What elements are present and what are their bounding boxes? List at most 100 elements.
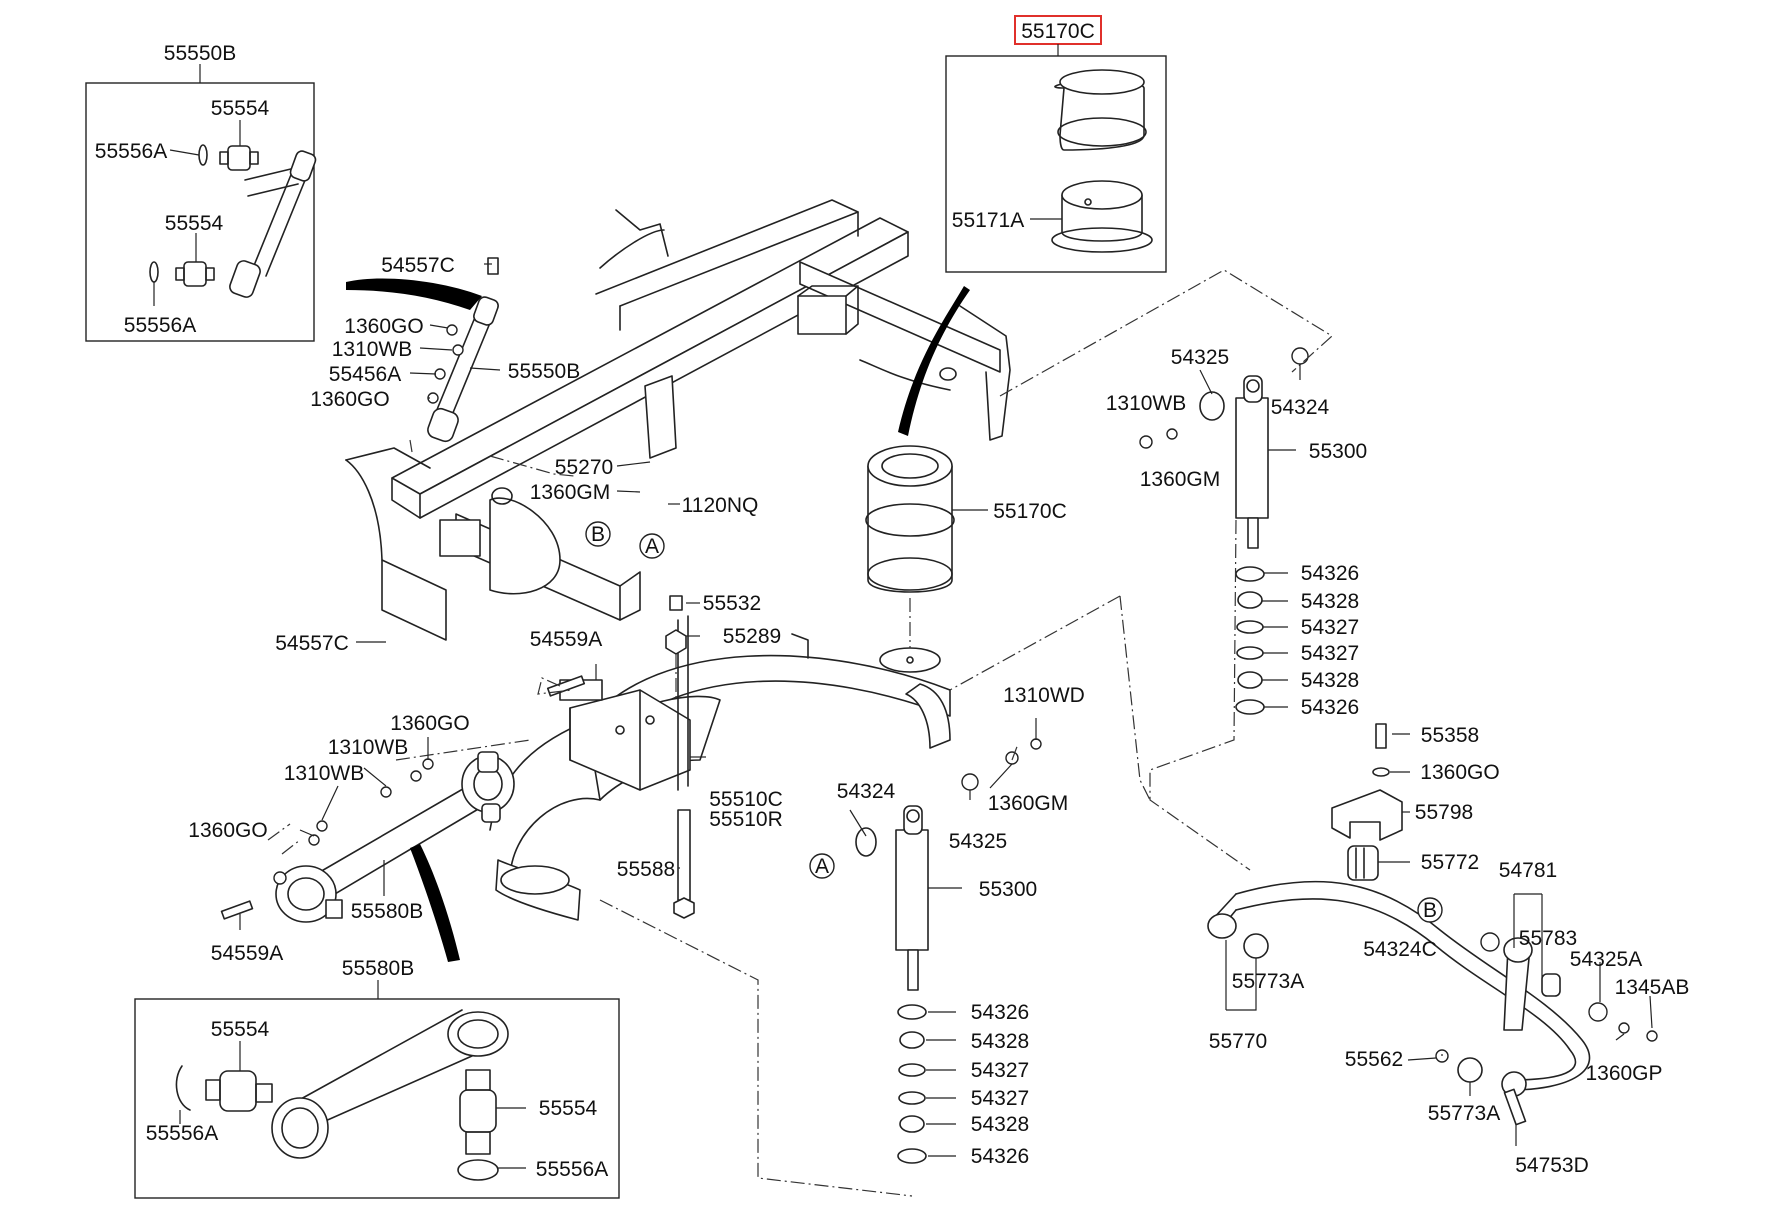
part-label: 55289 <box>723 625 781 648</box>
part-label: 55562 <box>1345 1048 1403 1071</box>
part-label: 54753D <box>1515 1154 1589 1177</box>
part-label: 54326 <box>971 1001 1029 1024</box>
fasteners <box>559 595 695 919</box>
shock-absorber-right <box>1139 347 1309 549</box>
part-label: 55510R <box>709 808 783 831</box>
part-label: 54325A <box>1570 948 1642 971</box>
shock-absorber-middle <box>855 738 1042 991</box>
part-label: 1310WB <box>328 736 409 759</box>
part-label: 1360GO <box>188 819 267 842</box>
part-label: 55300 <box>979 878 1037 901</box>
part-label: 55554 <box>165 212 224 235</box>
arrow-lower-arm <box>410 844 460 962</box>
part-label: 1360GM <box>530 481 611 504</box>
part-label: 55171A <box>952 209 1024 232</box>
chassis-frame <box>345 199 1011 641</box>
arrow-lateral-rod <box>346 278 482 310</box>
part-label: 55770 <box>1209 1030 1267 1053</box>
detail-box-55580B <box>134 980 620 1199</box>
part-label: 55550B <box>508 360 580 383</box>
part-label: 54326 <box>1301 696 1359 719</box>
part-label: 1310WB <box>332 338 413 361</box>
part-label: 55588 <box>617 858 675 881</box>
part-label: 1360GM <box>1140 468 1221 491</box>
part-label: 55510C <box>709 788 783 811</box>
lower-arm-55580B <box>220 675 586 923</box>
part-label: 55556A <box>536 1158 608 1181</box>
part-label: 55554 <box>211 97 270 120</box>
marker-B-stab-text: B <box>1423 899 1437 922</box>
part-label: 1310WB <box>284 762 365 785</box>
part-label: 1360GO <box>344 315 423 338</box>
part-label: 55300 <box>1309 440 1367 463</box>
part-label: 54327 <box>971 1059 1029 1082</box>
part-label: 55554 <box>211 1018 270 1041</box>
part-label: 54327 <box>1301 642 1359 665</box>
part-label: 1360GO <box>1420 761 1499 784</box>
part-label: 1360GO <box>390 712 469 735</box>
part-label: 54324 <box>837 780 896 803</box>
marker-B-frame-text: B <box>591 523 605 546</box>
detail-box-55550B <box>85 64 317 342</box>
marker-A-frame: A <box>639 533 665 559</box>
trailing-arm-55510C <box>489 615 951 921</box>
part-label: 55772 <box>1421 851 1479 874</box>
part-label: 55532 <box>703 592 761 615</box>
part-label: 54324 <box>1271 396 1330 419</box>
part-label: 54328 <box>1301 590 1359 613</box>
part-label: 1120NQ <box>682 494 759 517</box>
part-label: 1310WD <box>1003 684 1085 707</box>
part-label: 55798 <box>1415 801 1473 824</box>
assembly-arrows <box>346 278 970 962</box>
part-label: 1360GM <box>988 792 1069 815</box>
part-label: 55783 <box>1519 927 1577 950</box>
part-label: 54559A <box>211 942 283 965</box>
part-label: 54326 <box>971 1145 1029 1168</box>
washer-stack-middle <box>897 1004 927 1164</box>
marker-A-shock-text: A <box>815 855 829 878</box>
part-label: 55556A <box>146 1122 218 1145</box>
part-label: 55270 <box>555 456 613 479</box>
reference-lines <box>267 269 1333 1197</box>
part-label: 54559A <box>530 628 602 651</box>
part-label: 54327 <box>1301 616 1359 639</box>
part-label: 54557C <box>275 632 349 655</box>
part-label: 55358 <box>1421 724 1479 747</box>
part-label: 1345AB <box>1615 976 1690 999</box>
stabilizer-bar-55770 <box>1207 723 1658 1126</box>
part-label: 54328 <box>1301 669 1359 692</box>
part-label: 54325 <box>949 830 1007 853</box>
marker-B-frame: B <box>585 521 611 547</box>
part-label: 55580B <box>342 957 414 980</box>
part-label: 54328 <box>971 1030 1029 1053</box>
part-label: 54328 <box>971 1113 1029 1136</box>
washer-stack-right <box>1235 566 1265 715</box>
part-label: 55170C <box>1021 20 1095 43</box>
arrow-air-spring <box>898 286 970 436</box>
lateral-rod-55550B <box>427 257 499 443</box>
air-spring-assembly <box>865 445 955 673</box>
part-label: 54327 <box>971 1087 1029 1110</box>
callout-labels: 55550B 55554 55556A 55554 55556A 54557C … <box>95 20 1690 1181</box>
part-label: 1360GP <box>1585 1062 1662 1085</box>
part-label: 55554 <box>539 1097 598 1120</box>
part-label: 54324C <box>1363 938 1437 961</box>
marker-A-frame-text: A <box>645 535 659 558</box>
detail-box-55170C <box>945 15 1167 273</box>
part-label: 54781 <box>1499 859 1557 882</box>
part-label: 54326 <box>1301 562 1359 585</box>
marker-B-stab: B <box>1417 897 1443 923</box>
leader-lines <box>239 263 1653 1157</box>
part-label: 54325 <box>1171 346 1229 369</box>
part-label: 55550B <box>164 42 236 65</box>
part-label: 55773A <box>1232 970 1304 993</box>
part-label: 55556A <box>95 140 167 163</box>
part-label: 55456A <box>329 363 401 386</box>
part-label: 55773A <box>1428 1102 1500 1125</box>
part-label: 1310WB <box>1106 392 1187 415</box>
marker-A-shock: A <box>809 853 835 879</box>
part-label: 54557C <box>381 254 455 277</box>
part-label: 1360GO <box>310 388 389 411</box>
part-label: 55556A <box>124 314 196 337</box>
